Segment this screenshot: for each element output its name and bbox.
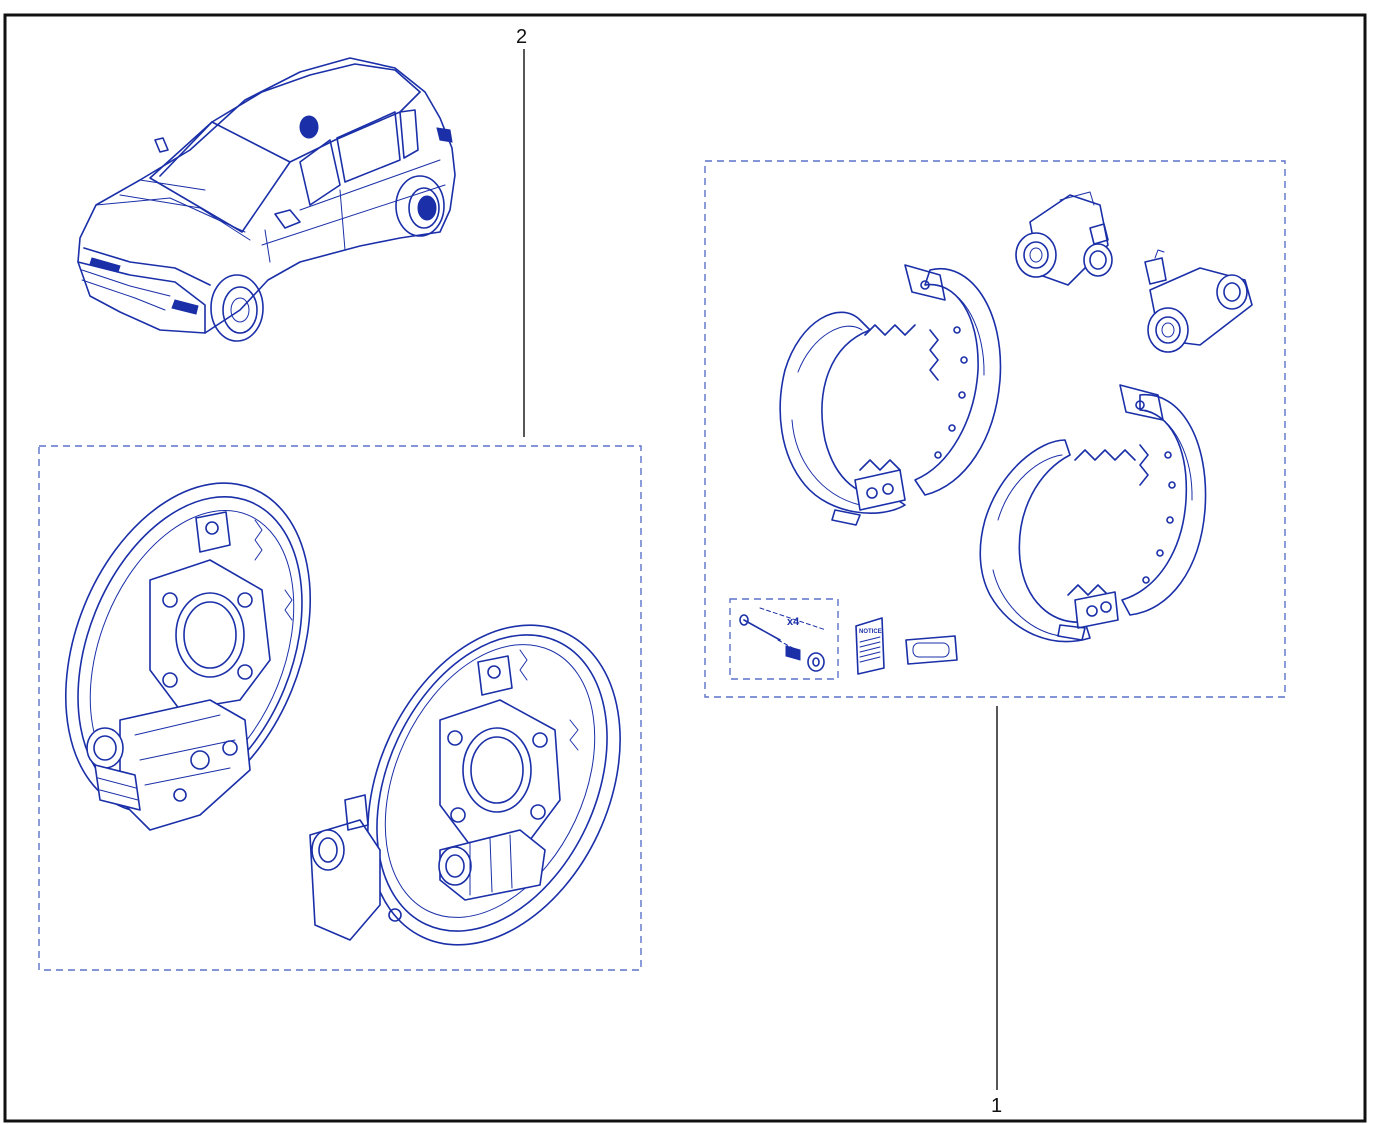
brake-backing-plate-right[interactable] [309,584,669,986]
diagram-frame [3,13,1367,1123]
car-illustration [77,57,456,342]
brake-backing-plate-left[interactable] [20,447,357,850]
notice-booklet[interactable]: NOTICE [855,617,885,675]
callout-label-2[interactable]: 2 [516,26,527,48]
quantity-label: x4 [787,616,800,628]
grease-sachet[interactable] [905,635,958,665]
hardware-sub-box [729,598,839,680]
brake-shoe-lower[interactable] [979,384,1207,643]
notice-label: NOTICE [859,629,882,635]
wheel-cylinder-top[interactable] [1015,191,1113,286]
roof-marker-dot [299,115,319,139]
callout-label-1[interactable]: 1 [991,1095,1002,1117]
backing-plate-group-box [38,445,642,971]
pin-hardware[interactable] [739,607,827,672]
brake-shoe-kit-group-box [704,160,1286,698]
brake-shoe-upper[interactable] [779,264,1002,526]
wheel-cylinder-bottom[interactable] [1144,249,1253,353]
